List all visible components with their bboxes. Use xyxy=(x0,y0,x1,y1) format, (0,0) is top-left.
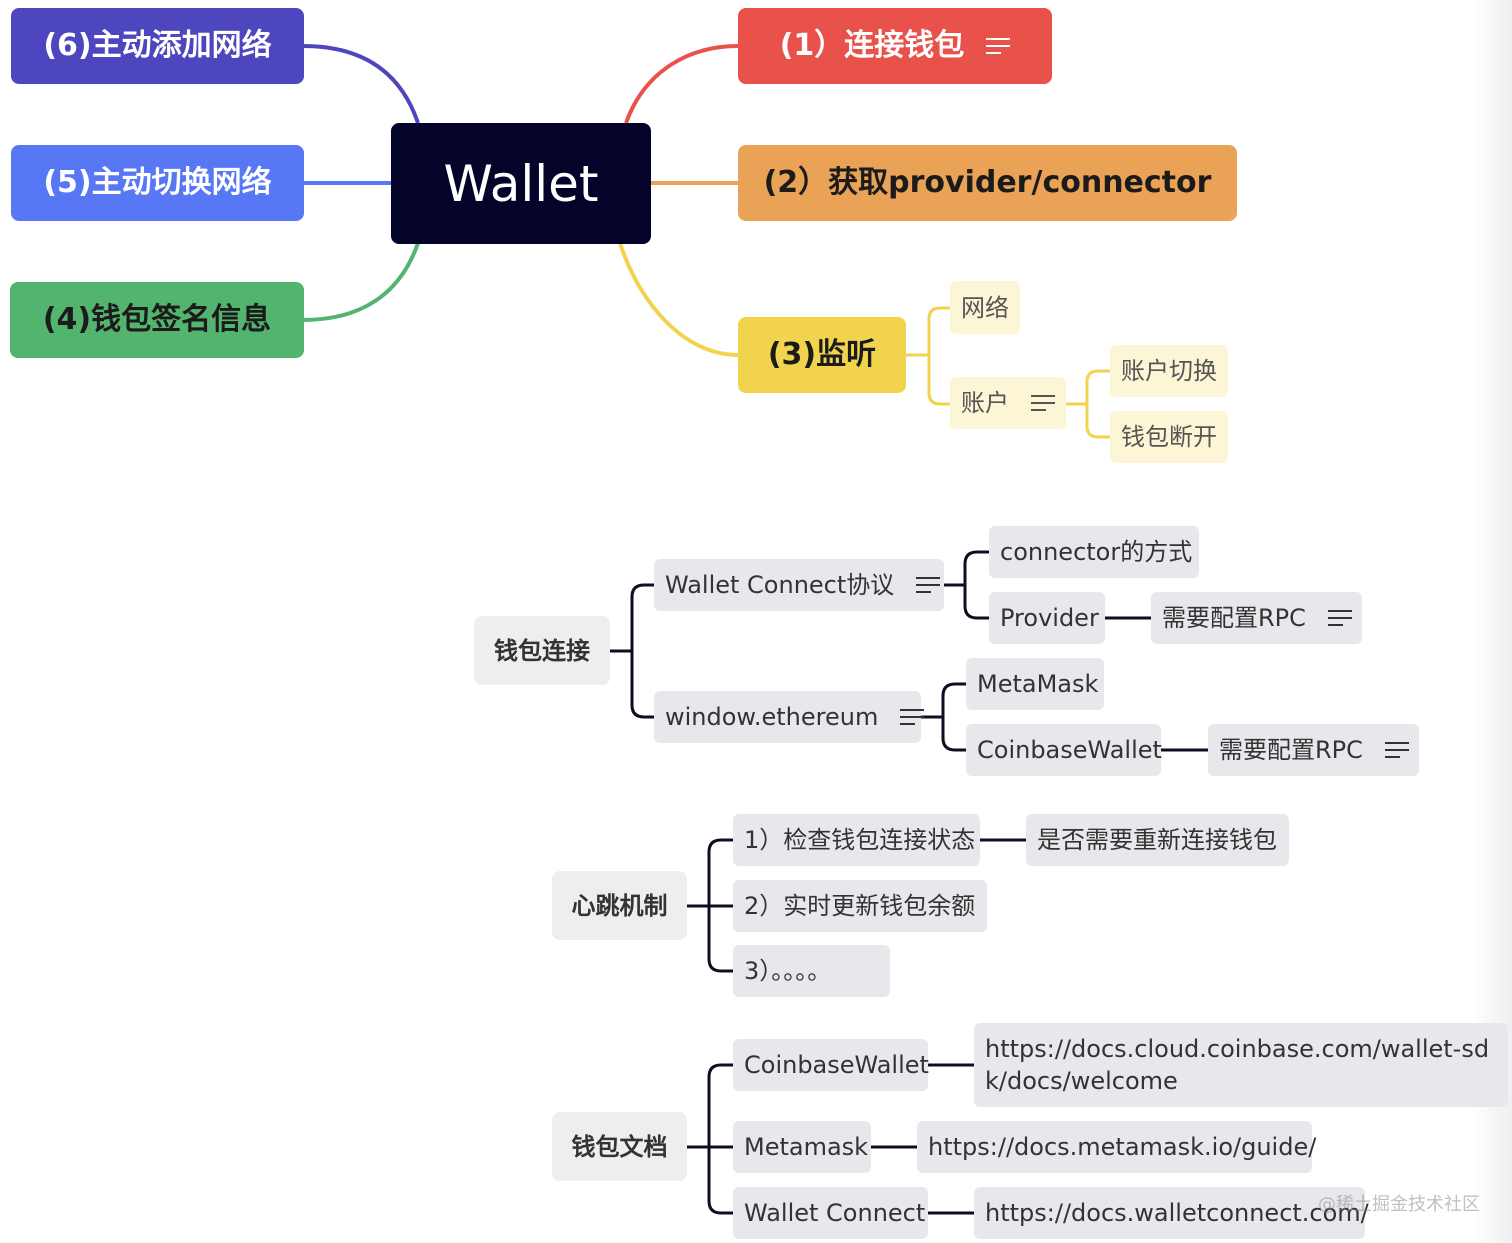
edge-central-to-n4 xyxy=(302,242,420,322)
walletconnect-protocol-node[interactable]: Wallet Connect协议 xyxy=(654,559,944,611)
topic-switch-network[interactable]: (5)主动切换网络 xyxy=(11,145,304,221)
coinbase-rpc-node[interactable]: 需要配置RPC xyxy=(1208,724,1419,776)
central-node-wallet[interactable]: Wallet xyxy=(391,123,651,244)
node-label: 1）检查钱包连接状态 xyxy=(744,826,976,854)
edge-wc-root xyxy=(610,583,654,719)
link-url[interactable]: https://docs.cloud.coinbase.com/wallet-s… xyxy=(985,1035,1490,1095)
heartbeat-root[interactable]: 心跳机制 xyxy=(552,871,687,940)
node-label: 钱包连接 xyxy=(494,636,590,665)
topic-wallet-sign[interactable]: (4)钱包签名信息 xyxy=(10,282,304,358)
note-icon[interactable] xyxy=(916,576,941,594)
node-label: 2）实时更新钱包余额 xyxy=(744,892,976,920)
node-label: connector的方式 xyxy=(1000,538,1193,566)
node-label: 钱包文档 xyxy=(571,1132,668,1161)
node-label: MetaMask xyxy=(977,670,1099,698)
note-icon[interactable] xyxy=(1327,609,1352,627)
provider-node[interactable]: Provider xyxy=(989,592,1105,644)
node-label: Metamask xyxy=(744,1133,869,1161)
edge-n3-bracket xyxy=(905,306,950,406)
subtopic-wallet-disconnect[interactable]: 钱包断开 xyxy=(1110,411,1228,463)
watermark: @稀土掘金技术社区 xyxy=(1318,1194,1480,1215)
note-icon[interactable] xyxy=(986,37,1011,55)
topic-label: (2）获取provider/connector xyxy=(763,165,1212,200)
provider-rpc-node[interactable]: 需要配置RPC xyxy=(1151,592,1362,644)
subtopic-label: 账户切换 xyxy=(1121,357,1217,385)
heartbeat-item-check-status[interactable]: 1）检查钱包连接状态 xyxy=(733,814,980,866)
node-label: Wallet Connect协议 xyxy=(665,571,895,599)
node-label: CoinbaseWallet xyxy=(744,1051,929,1079)
node-label: 需要配置RPC xyxy=(1162,604,1306,632)
docs-coinbasewallet-node[interactable]: CoinbaseWallet xyxy=(733,1039,929,1091)
topic-label: (4)钱包签名信息 xyxy=(42,302,272,337)
subtopic-account[interactable]: 账户 xyxy=(950,377,1066,429)
wallet-connection-root[interactable]: 钱包连接 xyxy=(474,616,610,685)
subtopic-account-switch[interactable]: 账户切换 xyxy=(1110,345,1228,397)
note-icon[interactable] xyxy=(1031,394,1055,412)
docs-root[interactable]: 钱包文档 xyxy=(552,1112,687,1181)
node-label: 需要配置RPC xyxy=(1219,736,1363,764)
docs-metamask-url-node[interactable]: https://docs.metamask.io/guide/ xyxy=(917,1121,1316,1173)
metamask-node[interactable]: MetaMask xyxy=(966,658,1104,710)
node-label: 心跳机制 xyxy=(571,891,668,920)
edge-central-to-n1 xyxy=(624,44,739,124)
edge-window-eth xyxy=(921,682,966,752)
link-url[interactable]: https://docs.walletconnect.com/ xyxy=(985,1199,1369,1227)
topic-label: (5)主动切换网络 xyxy=(43,165,272,200)
subtopic-label: 钱包断开 xyxy=(1121,423,1217,451)
window-ethereum-node[interactable]: window.ethereum xyxy=(654,691,925,743)
edge-docs-root xyxy=(687,1063,733,1215)
node-label: 是否需要重新连接钱包 xyxy=(1037,826,1277,854)
topic-label: (3)监听 xyxy=(767,337,877,372)
docs-walletconnect-node[interactable]: Wallet Connect xyxy=(733,1187,928,1239)
docs-metamask-node[interactable]: Metamask xyxy=(733,1121,871,1173)
node-label: window.ethereum xyxy=(665,703,879,731)
topic-get-provider[interactable]: (2）获取provider/connector xyxy=(738,145,1237,221)
topic-label: (1）连接钱包 xyxy=(779,28,965,63)
node-label: Provider xyxy=(1000,604,1099,632)
edge-central-to-n3 xyxy=(618,242,739,357)
connector-way-node[interactable]: connector的方式 xyxy=(989,526,1199,578)
subtopic-network[interactable]: 网络 xyxy=(950,281,1020,334)
subtopic-label: 账户 xyxy=(961,389,1009,417)
docs-walletconnect-url-node[interactable]: https://docs.walletconnect.com/ xyxy=(974,1187,1369,1239)
subtopic-label: 网络 xyxy=(961,293,1009,322)
node-label: 3）。。。。 xyxy=(744,957,832,985)
topic-add-network[interactable]: (6)主动添加网络 xyxy=(11,8,304,84)
topic-listen[interactable]: (3)监听 xyxy=(738,317,906,393)
topic-connect-wallet[interactable]: (1）连接钱包 xyxy=(738,8,1052,84)
coinbasewallet-node[interactable]: CoinbaseWallet xyxy=(966,724,1162,776)
note-icon[interactable] xyxy=(900,708,925,726)
edge-account-bracket xyxy=(1066,369,1110,439)
edge-wc-protocol xyxy=(944,550,989,620)
node-label: Wallet Connect xyxy=(744,1199,926,1227)
note-icon[interactable] xyxy=(1384,741,1409,759)
edge-central-to-n6 xyxy=(302,44,420,124)
link-url[interactable]: https://docs.metamask.io/guide/ xyxy=(928,1133,1317,1161)
heartbeat-item-update-balance[interactable]: 2）实时更新钱包余额 xyxy=(733,880,987,932)
central-label: Wallet xyxy=(443,154,599,213)
heartbeat-reconnect-node[interactable]: 是否需要重新连接钱包 xyxy=(1026,814,1289,866)
node-label: CoinbaseWallet xyxy=(977,736,1162,764)
heartbeat-item-more[interactable]: 3）。。。。 xyxy=(733,945,890,997)
docs-coinbase-url-node[interactable]: https://docs.cloud.coinbase.com/wallet-s… xyxy=(974,1023,1508,1107)
topic-label: (6)主动添加网络 xyxy=(43,28,272,63)
